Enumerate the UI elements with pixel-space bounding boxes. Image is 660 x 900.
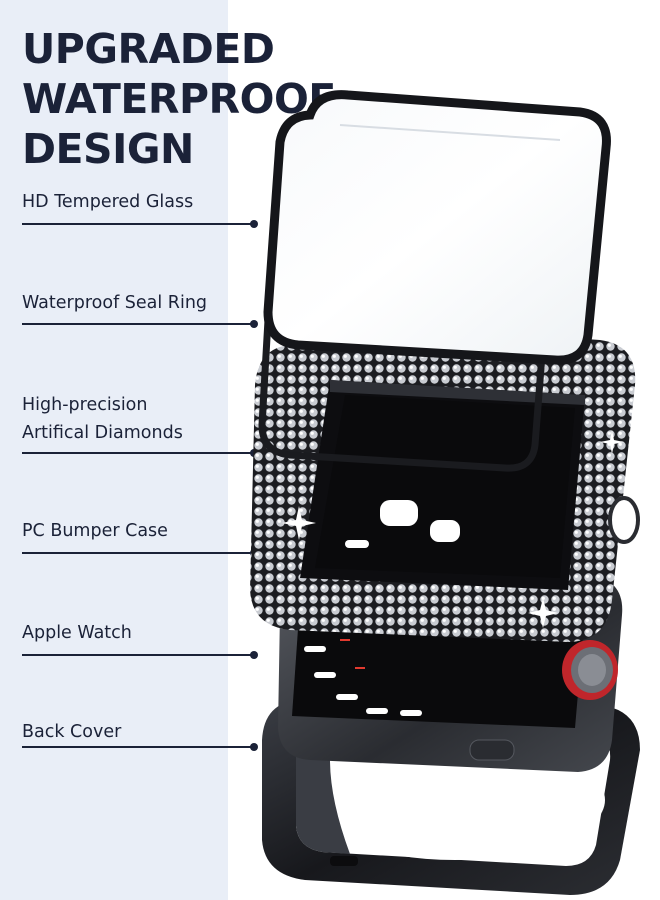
- label-text: PC Bumper Case: [22, 521, 168, 541]
- label-bumper-case: PC Bumper Case: [22, 517, 168, 545]
- label-text: HD Tempered Glass: [22, 192, 194, 212]
- label-back-cover: Back Cover: [22, 718, 121, 746]
- label-seal-ring: Waterproof Seal Ring: [22, 289, 207, 317]
- bumper-case-part: [250, 320, 640, 642]
- title-line-2: DESIGN: [22, 125, 194, 173]
- page-title: UPGRADED WATERPROOF DESIGN: [22, 24, 492, 174]
- label-text: Artifical Diamonds: [22, 423, 183, 443]
- label-text: High-precision: [22, 395, 148, 415]
- leader-seal-ring: [22, 320, 258, 328]
- label-text: Apple Watch: [22, 623, 132, 643]
- label-text: Waterproof Seal Ring: [22, 293, 208, 313]
- label-diamonds: High-precision Artifical Diamonds: [22, 391, 183, 447]
- left-panel: [0, 0, 228, 900]
- label-apple-watch: Apple Watch: [22, 619, 132, 647]
- leader-back-cover: [22, 743, 258, 751]
- label-text: Back Cover: [22, 722, 122, 742]
- label-tempered-glass: HD Tempered Glass: [22, 188, 193, 216]
- title-line-1: UPGRADED WATERPROOF: [22, 25, 336, 123]
- leader-tempered-glass: [22, 220, 258, 228]
- leader-apple-watch: [22, 651, 258, 659]
- tempered-glass-part: [263, 90, 611, 365]
